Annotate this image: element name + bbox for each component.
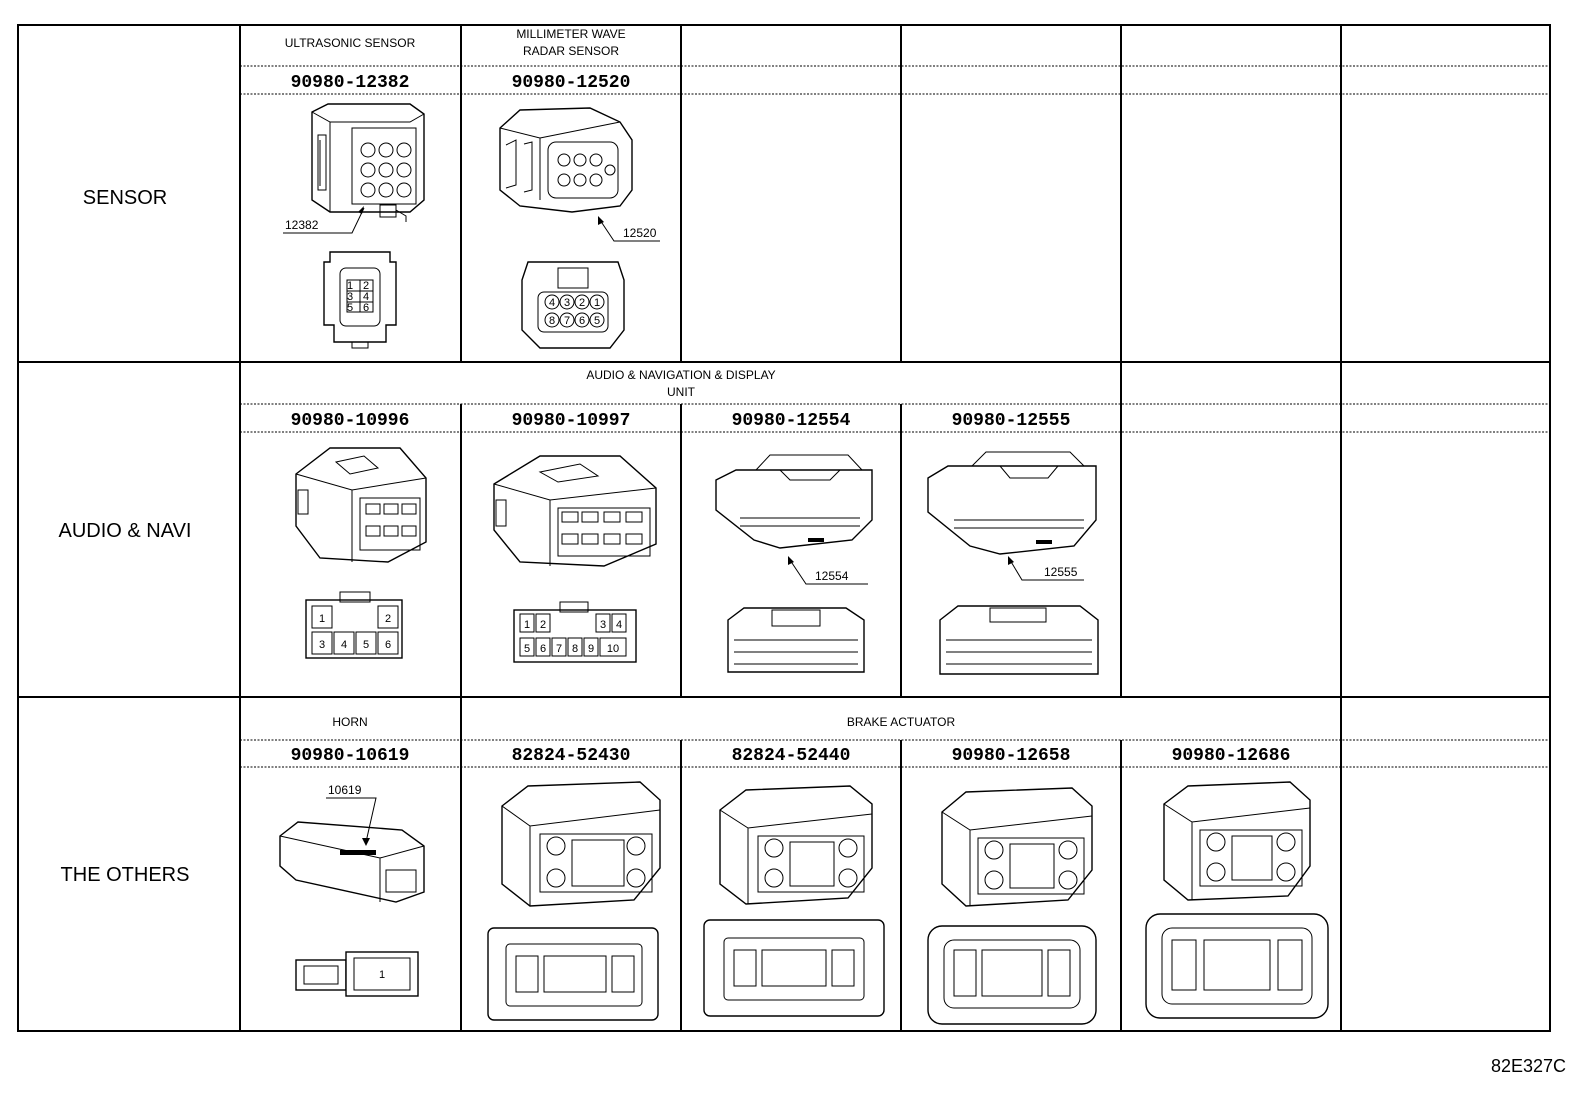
pin-number: 4 [341,639,347,651]
callout-leader [326,797,377,843]
pin-number: 2 [363,280,369,292]
part-number: 90980-12555 [952,411,1071,431]
grid-lines [17,24,1551,1032]
connector-drawing-ultrasonic [311,103,425,222]
connector-face-10996 [305,591,403,659]
pin-number: 7 [556,643,562,655]
pin-number: 3 [564,297,570,309]
part-number: 90980-12686 [1172,746,1291,766]
pin-number: 1 [524,619,530,631]
pin-number: 7 [564,315,570,327]
callout-label: 12555 [1044,565,1078,579]
callout-arrowhead [358,206,364,214]
pin-number: 1 [594,297,600,309]
part-number: 90980-10996 [291,411,410,431]
connector-drawing-52440 [719,785,873,905]
connector-drawing-52430 [501,781,661,907]
connector-drawing-12658 [941,787,1093,907]
part-number: 90980-10619 [291,746,410,766]
connector-drawing-horn [279,821,425,903]
callout-label: 10619 [328,783,362,797]
header-horn: HORN [332,715,367,729]
pin-number: 5 [363,639,369,651]
connector-drawing-12555 [927,451,1097,555]
pin-number: 2 [579,297,585,309]
pin-number: 6 [385,639,391,651]
pin-number: 6 [363,302,369,314]
callout-label: 12382 [285,218,319,232]
pin-number: 9 [588,643,594,655]
part-number: 90980-10997 [512,411,631,431]
group-label-the-others: THE OTHERS [61,864,190,886]
callout-leader [599,219,660,242]
connector-drawing-12686 [1163,781,1311,901]
group-label-audio-navi: AUDIO & NAVI [59,520,192,542]
pin-number: 1 [379,969,385,981]
pin-number: 1 [347,280,353,292]
pin-number: 2 [540,619,546,631]
callout-leader [283,207,365,234]
connector-face-ultrasonic [323,251,397,349]
connector-face-millimeter-wave [521,261,625,349]
callout-leader [1009,559,1084,581]
connector-face-12686 [1145,913,1329,1019]
callout-label: 12520 [623,226,657,240]
header-millimeter-wave-2: RADAR SENSOR [523,44,619,58]
pin-number: 4 [616,619,622,631]
connector-face-10997 [513,601,637,663]
pin-number: 5 [524,643,530,655]
part-number: 90980-12520 [512,73,631,93]
pin-number: 2 [385,613,391,625]
callout-arrowhead [1008,556,1014,565]
connector-drawing-12554 [715,454,873,549]
connector-face-12554 [727,607,865,673]
part-number: 90980-12658 [952,746,1071,766]
callout-arrowhead [598,216,604,225]
part-number: 90980-12554 [732,411,851,431]
connector-drawing-10996 [295,447,427,563]
connector-face-12555 [939,605,1099,675]
connector-face-52430 [487,927,659,1021]
connector-drawing-millimeter-wave [499,107,633,213]
pin-number: 8 [572,643,578,655]
callout-arrowhead [362,838,370,846]
header-ultrasonic-sensor: ULTRASONIC SENSOR [285,36,416,50]
pin-number: 1 [319,613,325,625]
pin-number: 4 [363,291,369,303]
header-millimeter-wave-1: MILLIMETER WAVE [516,27,625,41]
pin-number: 3 [347,291,353,303]
pin-number: 3 [319,639,325,651]
callout-leader [789,559,868,585]
callout-label: 12554 [815,569,849,583]
connector-face-12658 [927,925,1097,1025]
connector-face-52440 [703,919,885,1017]
group-label-sensor: SENSOR [83,187,167,209]
pin-number: 6 [540,643,546,655]
header-brake-actuator: BRAKE ACTUATOR [847,715,956,729]
pin-number: 3 [600,619,606,631]
pin-number: 4 [549,297,555,309]
pin-number: 8 [549,315,555,327]
pin-number: 10 [607,643,619,655]
callout-arrowhead [788,556,794,565]
header-audio-navigation-1: AUDIO & NAVIGATION & DISPLAY [586,368,775,382]
figure-code: 82E327C [1490,1056,1566,1076]
pin-number: 5 [594,315,600,327]
part-number: 82824-52440 [732,746,851,766]
part-number: 90980-12382 [291,73,410,93]
part-number: 82824-52430 [512,746,631,766]
header-audio-navigation-2: UNIT [667,385,696,399]
connector-face-horn [295,951,419,997]
connector-drawing-10997 [493,455,657,567]
pin-number: 5 [347,302,353,314]
pin-number: 6 [579,315,585,327]
